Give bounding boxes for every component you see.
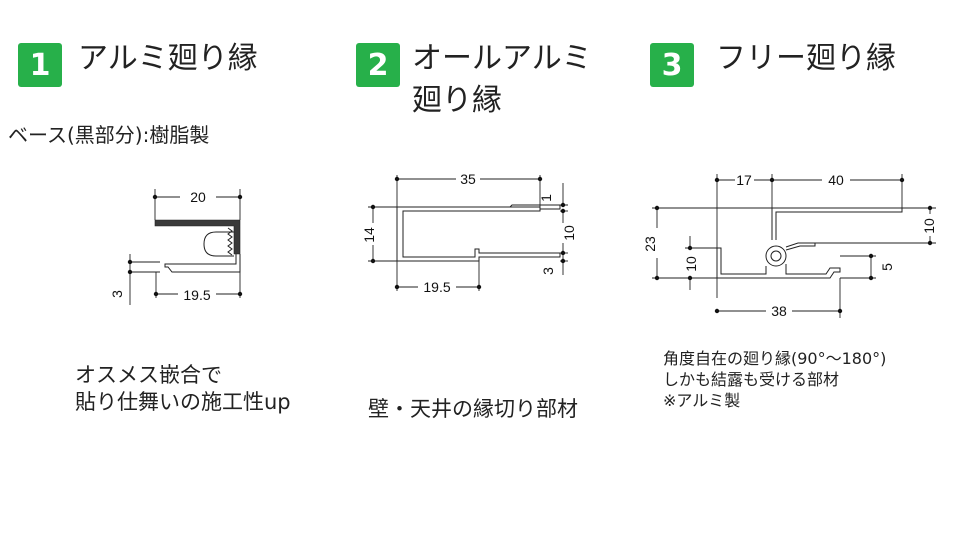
product-title-2: オールアルミ 廻り縁 <box>412 38 592 122</box>
product-number-badge-1: 1 <box>18 43 62 87</box>
product-number-badge-2: 2 <box>356 43 400 87</box>
dim-width-bottom: 19.5 <box>183 287 210 303</box>
dim-width-top: 35 <box>460 171 476 187</box>
dim-height-side: 3 <box>109 290 125 298</box>
dim-height-right: 10 <box>921 218 937 234</box>
dim-width-top: 20 <box>190 189 206 205</box>
product-number-badge-3: 3 <box>650 43 694 87</box>
product-title-3: フリー廻り縁 <box>716 38 896 80</box>
dim-height-inner-left: 10 <box>683 256 699 272</box>
lower-arm-profile <box>716 247 841 279</box>
product-1-material-note: ベース(黒部分):樹脂製 <box>8 123 210 147</box>
product-title-1: アルミ廻り縁 <box>78 38 258 80</box>
product-1-feature-notes: オスメス嵌合で 貼り仕舞いの施工性up <box>75 362 291 416</box>
dim-height-bottom-right: 3 <box>540 267 556 275</box>
product-3-feature-notes: 角度自在の廻り縁(90°〜180°) しかも結露も受ける部材 ※アルミ製 <box>663 348 886 411</box>
dim-height-left: 14 <box>361 227 377 243</box>
hinge-circle <box>765 245 787 267</box>
badge-number: 3 <box>661 47 683 83</box>
aluminium-profile-shape <box>164 254 241 273</box>
product-2-feature-notes: 壁・天井の縁切り部材 <box>368 396 578 423</box>
product-3-cross-section-diagram: 17 40 23 10 10 5 38 <box>642 172 937 319</box>
aluminium-profile-shape <box>396 206 561 262</box>
product-1-cross-section-diagram: 20 3 19.5 <box>109 189 243 305</box>
dim-height-right: 10 <box>561 225 577 241</box>
serrated-teeth <box>227 227 233 256</box>
title-line: アルミ廻り縁 <box>78 41 258 76</box>
dim-width-bottom: 38 <box>771 303 787 319</box>
dim-width-bottom: 19.5 <box>423 279 450 295</box>
hinge-inner <box>770 250 782 262</box>
note-line: 貼り仕舞いの施工性up <box>75 390 291 414</box>
dim-height-inner-right: 5 <box>879 263 895 271</box>
dim-height-left: 23 <box>642 236 658 252</box>
note-line: 角度自在の廻り縁(90°〜180°) <box>663 349 887 368</box>
note-line: オスメス嵌合で <box>75 363 222 387</box>
dim-width-right: 40 <box>828 172 844 188</box>
resin-base-shape <box>154 219 241 255</box>
title-line: フリー廻り縁 <box>716 41 896 76</box>
badge-number: 2 <box>367 47 389 83</box>
resin-hook-loop <box>203 231 234 257</box>
dim-height-top-right: 1 <box>538 194 554 202</box>
note-line: しかも結露も受ける部材 <box>663 370 840 389</box>
title-line: 廻り縁 <box>412 83 502 118</box>
dim-width-left: 17 <box>736 172 752 188</box>
note-line: ※アルミ製 <box>663 391 741 410</box>
product-2-cross-section-diagram: 35 14 1 10 3 19.5 <box>361 171 577 295</box>
hinge-right-lip <box>785 242 816 251</box>
upper-arm-profile <box>771 207 903 240</box>
badge-number: 1 <box>29 47 51 83</box>
note-line: 壁・天井の縁切り部材 <box>368 397 578 421</box>
title-line: オールアルミ <box>412 41 592 76</box>
